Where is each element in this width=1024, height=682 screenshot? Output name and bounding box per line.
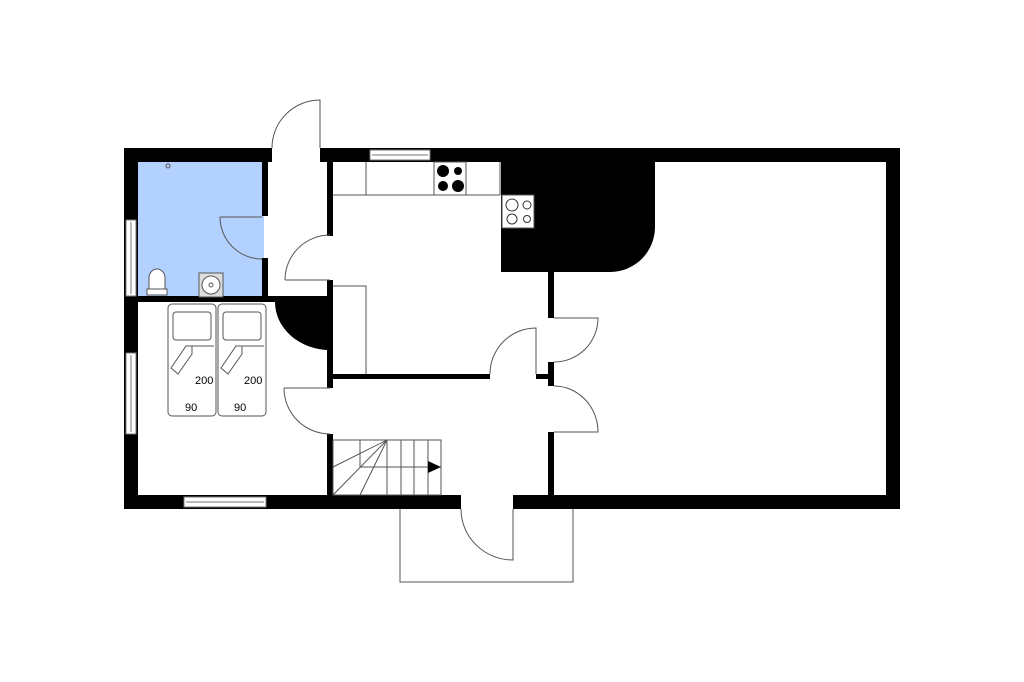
- porch: [399, 509, 574, 583]
- doors: [219, 99, 599, 561]
- drain-icon: [165, 163, 171, 169]
- windows: [125, 149, 431, 508]
- bed-length-label: 200: [195, 375, 213, 387]
- kitchen-counter: [333, 161, 501, 374]
- bed-length-label: 200: [244, 375, 262, 387]
- sink-icon: [198, 272, 224, 298]
- toilet-icon: [146, 268, 168, 296]
- kitchen-island: [501, 162, 655, 272]
- staircase: [332, 439, 442, 496]
- stair-direction-arrow-icon: [428, 461, 441, 473]
- bed: [167, 303, 217, 417]
- stove-icon: [437, 165, 464, 192]
- hob-icon: [501, 194, 535, 229]
- bed: [217, 303, 267, 417]
- door-swing-fill: [275, 302, 330, 350]
- bed-width-label: 90: [185, 402, 197, 414]
- bed-width-label: 90: [234, 402, 246, 414]
